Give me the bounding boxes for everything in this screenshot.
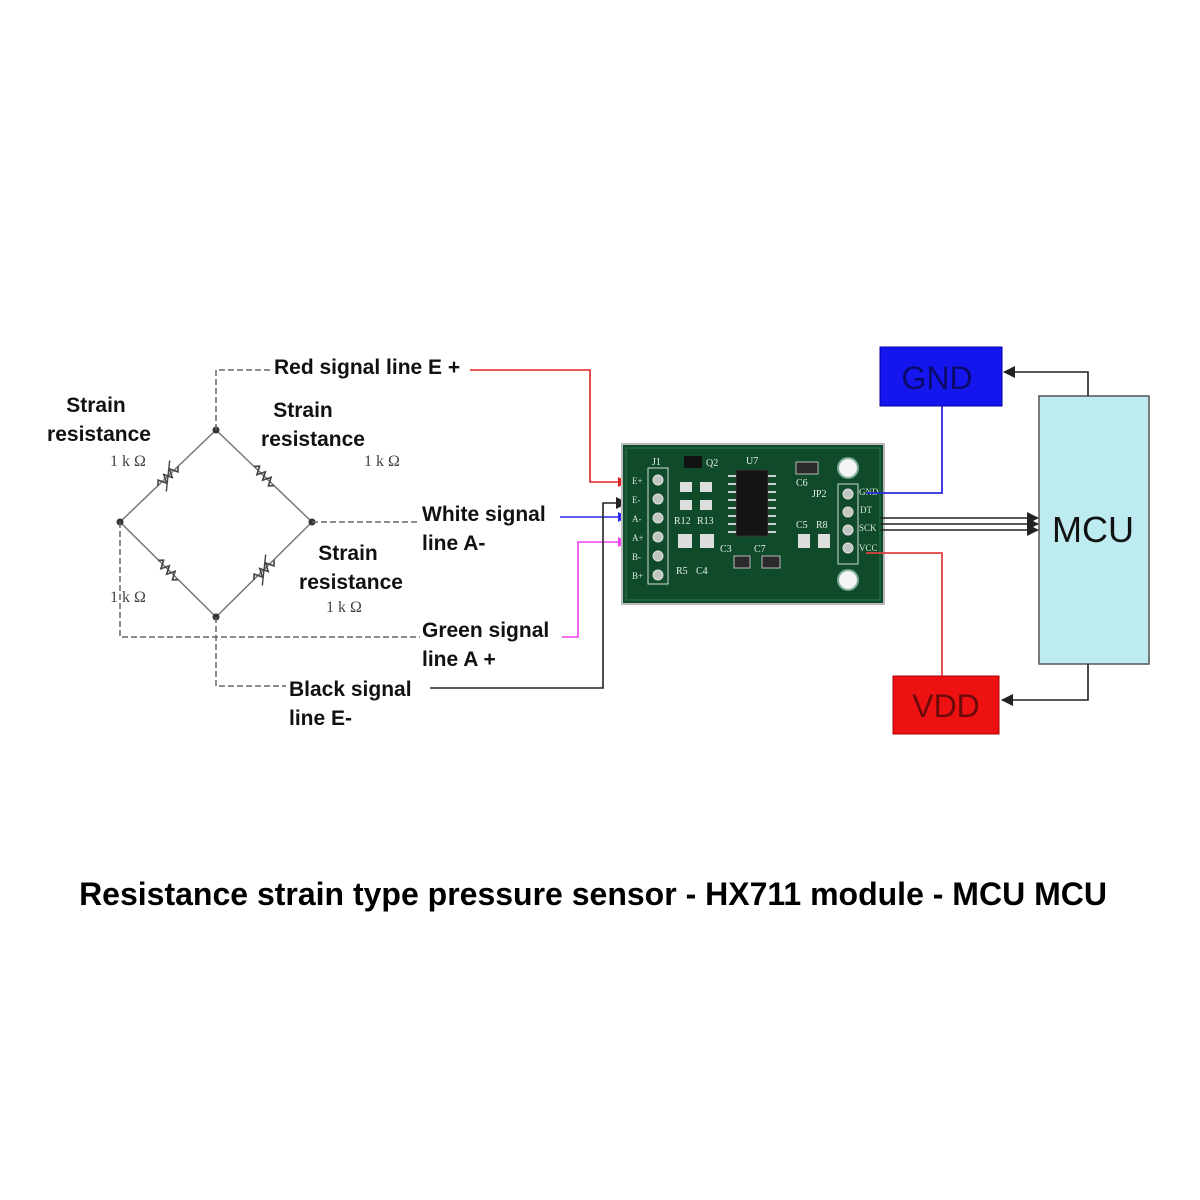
mounting-hole-top xyxy=(837,457,859,479)
silk-c5: C5 xyxy=(796,520,808,531)
white-signal-label-2: line A- xyxy=(422,532,485,555)
vdd-label: VDD xyxy=(912,688,980,724)
strain-resistor-top-right xyxy=(253,465,275,487)
pin-label-vcc: VCC xyxy=(859,543,878,553)
strain-label-bottom-right-2: resistance xyxy=(299,571,403,594)
strain-label-top-left-2: resistance xyxy=(47,423,151,446)
black-wire xyxy=(430,497,628,689)
black-signal-label-1: Black signal xyxy=(289,678,412,701)
pin-label-sck: SCK xyxy=(859,523,877,533)
mcu-label: MCU xyxy=(1052,509,1134,550)
silk-c7: C7 xyxy=(754,544,766,555)
vdd-wire xyxy=(866,552,943,676)
transistor-q2 xyxy=(684,456,702,468)
silk-r12: R12 xyxy=(674,516,691,527)
header-j1 xyxy=(647,467,669,585)
mcu-to-vdd-wire xyxy=(1001,664,1089,706)
wheatstone-bridge: Strain resistance Strain resistance Stra… xyxy=(47,369,420,687)
header-jp2 xyxy=(837,483,859,565)
strain-resistor-bottom-left xyxy=(157,559,179,581)
mounting-hole-bottom xyxy=(837,569,859,591)
silk-r13: R13 xyxy=(697,516,714,527)
mcu-to-gnd-wire xyxy=(1003,366,1089,396)
gnd-label: GND xyxy=(901,360,972,396)
pin-label-gnd: GND xyxy=(859,487,879,497)
strain-label-top-left-1: Strain xyxy=(66,394,126,417)
mcu-box xyxy=(1038,395,1150,665)
lead-green xyxy=(119,522,420,638)
pin-label-b-plus: B+ xyxy=(632,571,643,581)
pin-label-a-minus: A- xyxy=(632,514,642,524)
strain-label-top-right-1: Strain xyxy=(273,399,333,422)
white-signal-label-1: White signal xyxy=(422,503,546,526)
lead-black xyxy=(215,617,286,687)
pin-label-dt: DT xyxy=(860,505,872,515)
silk-c4: C4 xyxy=(696,566,708,577)
header-j1-pins xyxy=(652,474,664,581)
silk-c3: C3 xyxy=(720,544,732,555)
vdd-box xyxy=(892,675,1000,735)
pin-label-e-minus: E- xyxy=(632,495,641,505)
silk-r5: R5 xyxy=(676,566,688,577)
silk-q2: Q2 xyxy=(706,458,718,469)
red-wire xyxy=(470,369,628,487)
silk-u7: U7 xyxy=(746,456,758,467)
resistor-value-bottom-left: 1 k Ω xyxy=(110,589,146,606)
diagram-caption: Resistance strain type pressure sensor -… xyxy=(79,876,1107,912)
strain-resistor-top-left xyxy=(157,460,179,492)
silk-r8: R8 xyxy=(816,520,828,531)
gnd-box xyxy=(879,346,1003,407)
strain-label-bottom-right-1: Strain xyxy=(318,542,378,565)
hx711-chip xyxy=(728,469,776,537)
pin-label-e-plus: E+ xyxy=(632,476,643,486)
strain-resistor-bottom-right xyxy=(253,554,275,586)
green-wire xyxy=(562,537,628,638)
pin-label-a-plus: A+ xyxy=(632,533,644,543)
resistor-value-top-right: 1 k Ω xyxy=(364,453,400,470)
resistor-value-bottom-right: 1 k Ω xyxy=(326,599,362,616)
strain-label-top-right-2: resistance xyxy=(261,428,365,451)
green-signal-label-1: Green signal xyxy=(422,619,549,642)
red-signal-label: Red signal line E + xyxy=(274,356,460,379)
hx711-module: E+ E- A- A+ B- B+ J1 GND DT SCK VCC JP2 xyxy=(621,443,885,605)
silk-j1: J1 xyxy=(652,457,661,468)
silk-c6: C6 xyxy=(796,478,808,489)
resistor-value-top-left: 1 k Ω xyxy=(110,453,146,470)
silk-jp2: JP2 xyxy=(812,489,826,500)
smd-components xyxy=(678,461,830,569)
header-jp2-pins xyxy=(842,488,854,554)
black-signal-label-2: line E- xyxy=(289,707,352,730)
pin-label-b-minus: B- xyxy=(632,552,641,562)
gnd-wire xyxy=(866,406,943,494)
green-signal-label-2: line A + xyxy=(422,648,496,671)
lead-red xyxy=(215,369,270,430)
